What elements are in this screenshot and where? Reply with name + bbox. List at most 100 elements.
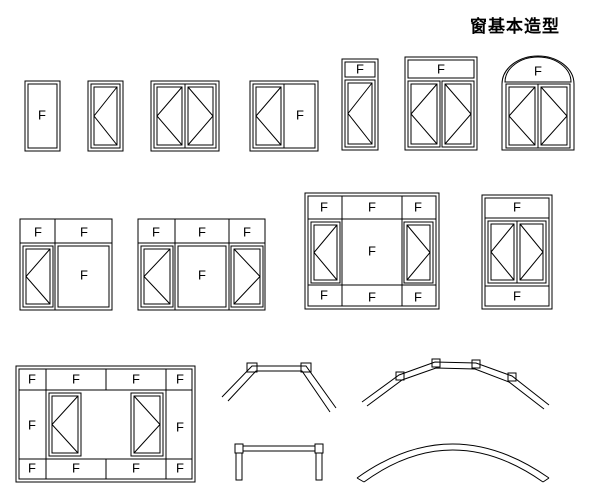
- fixed-pane-label: F: [356, 61, 364, 76]
- sash-outer: [441, 80, 475, 148]
- frame: [137, 218, 266, 311]
- fixed-pane-label: F: [80, 224, 88, 239]
- plan-corner-post: [395, 371, 405, 381]
- sash-inner: [187, 86, 214, 146]
- sash-inner: [93, 86, 118, 146]
- window-fixed-single: F: [24, 80, 61, 152]
- sash-inner: [410, 83, 438, 145]
- fixed-pane-label: F: [513, 199, 521, 214]
- sash-outer: [407, 80, 441, 148]
- fixed-pane-label: F: [28, 417, 36, 432]
- bay-window-plan-curved: [356, 443, 550, 483]
- plan-outline-inner: [363, 449, 544, 483]
- sash-outer: [505, 83, 539, 149]
- fixed-pane: [283, 83, 316, 149]
- opening-mark: [187, 86, 214, 146]
- diagram-title: 窗基本造型: [470, 17, 560, 37]
- sash-outer: [90, 83, 121, 149]
- sash-inner: [540, 86, 568, 146]
- fixed-pane-label: F: [243, 224, 251, 239]
- opening-mark: [133, 395, 161, 454]
- sash-inner: [406, 224, 431, 281]
- plan-outline-outer: [361, 361, 550, 406]
- sash-inner: [156, 86, 183, 146]
- plan-end-cap: [356, 477, 365, 483]
- plan-outline-inner: [366, 367, 545, 410]
- opening-mark: [313, 224, 338, 281]
- sash-outer: [516, 220, 547, 284]
- bay-window-plan-trapezoid: [221, 362, 337, 413]
- sash-inner: [490, 223, 515, 281]
- window-transom-single: F: [341, 58, 379, 151]
- fixed-pane-label: F: [72, 371, 80, 386]
- plan-outline-outer: [356, 443, 550, 479]
- sash-outer: [537, 83, 571, 149]
- frame-inner: [27, 83, 58, 149]
- fixed-pane-label: F: [320, 287, 328, 302]
- plan-outline-outer: [221, 365, 337, 409]
- fixed-pane-label: F: [80, 267, 88, 282]
- opening-mark: [255, 86, 282, 146]
- frame-inner: [307, 195, 437, 307]
- transom: [344, 61, 376, 78]
- fixed-pane: [177, 245, 227, 308]
- sash-inner: [313, 224, 338, 281]
- sash-outer: [48, 392, 82, 457]
- arch-transom: [504, 56, 572, 83]
- opening-mark: [51, 395, 79, 454]
- sash-inner: [143, 248, 171, 305]
- plan-corner-post: [471, 359, 481, 369]
- fixed-pane-label: F: [198, 267, 206, 282]
- opening-mark: [508, 86, 536, 146]
- sash-inner: [508, 86, 536, 146]
- window-transom-double: F: [404, 56, 478, 151]
- fixed-pane-label: F: [176, 371, 184, 386]
- frame: [24, 80, 61, 152]
- sash-inner: [519, 223, 544, 281]
- plan-corner-post: [234, 443, 244, 454]
- plan-corner-post: [314, 443, 324, 454]
- fixed-pane-label: F: [320, 199, 328, 214]
- fixed-pane-label: F: [513, 288, 521, 303]
- fixed-pane-label: F: [414, 199, 422, 214]
- plan-wall: [315, 452, 323, 481]
- frame: [249, 80, 319, 152]
- sash-outer: [344, 79, 376, 148]
- opening-mark: [444, 83, 472, 145]
- bay-window-plan-polygon: [361, 358, 550, 410]
- frame: [341, 58, 379, 151]
- plan-wall: [235, 452, 243, 481]
- frame-inner: [484, 197, 550, 307]
- opening-mark: [540, 86, 568, 146]
- plan-corner-post: [300, 362, 312, 373]
- fixed-pane-label: F: [176, 419, 184, 434]
- sash-outer: [252, 83, 285, 149]
- frame: [304, 192, 440, 310]
- fixed-pane-label: F: [132, 460, 140, 475]
- fixed-pane-label: F: [437, 61, 445, 76]
- fixed-pane-label: F: [368, 243, 376, 258]
- fixed-pane-label: F: [414, 289, 422, 304]
- fixed-pane-label: F: [534, 63, 542, 78]
- window-double-top-bottom-fixed: FF: [481, 194, 553, 310]
- opening-mark: [93, 86, 118, 146]
- sash-outer: [22, 245, 54, 308]
- sash-outer: [310, 221, 341, 284]
- sash-inner: [25, 248, 51, 305]
- frame: [19, 218, 113, 311]
- fixed-pane-label: F: [38, 107, 46, 122]
- fixed-pane-label: F: [176, 460, 184, 475]
- sash-outer: [487, 220, 518, 284]
- window-casement-double: [150, 80, 220, 152]
- fixed-pane-label: F: [132, 371, 140, 386]
- opening-mark: [519, 223, 544, 281]
- sash-outer: [230, 245, 264, 308]
- fixed-pane: [57, 245, 110, 308]
- frame: [481, 194, 553, 310]
- fixed-pane-label: F: [368, 199, 376, 214]
- opening-mark: [25, 248, 51, 305]
- opening-mark: [406, 224, 431, 281]
- frame: [404, 56, 478, 151]
